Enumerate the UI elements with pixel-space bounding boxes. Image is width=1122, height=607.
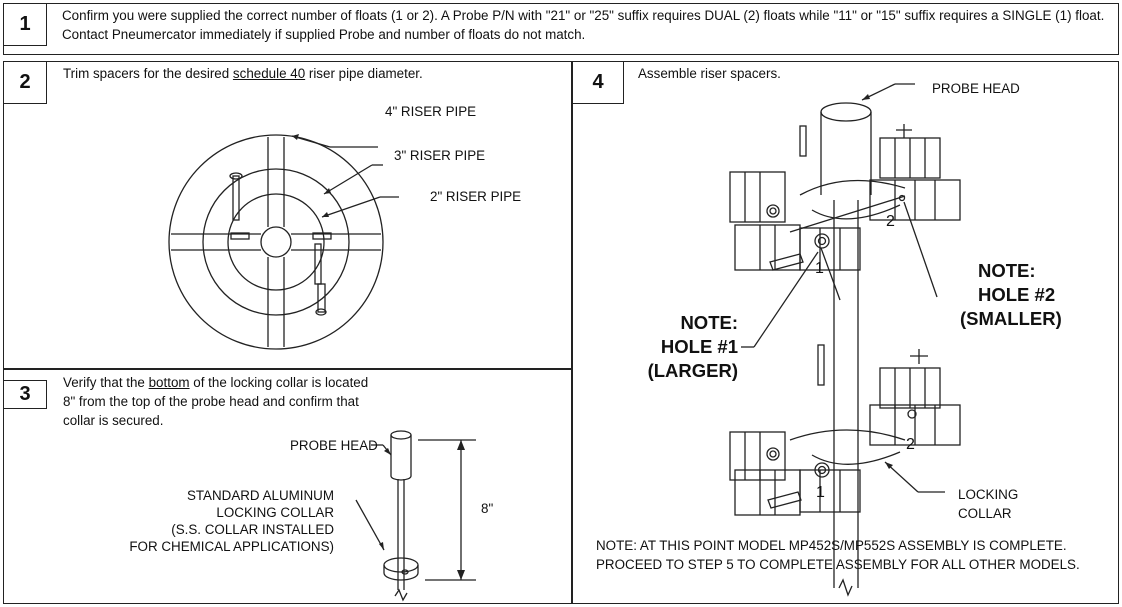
step3-text-underlined: bottom xyxy=(148,375,190,390)
note-hole2-line1: NOTE: xyxy=(978,260,1036,281)
step3-panel xyxy=(3,369,572,604)
step3-collar-label-3: (S.S. COLLAR INSTALLED xyxy=(171,522,334,537)
hole2-marker-upper: 2 xyxy=(886,213,895,230)
note-hole1-line3: (LARGER) xyxy=(647,360,738,381)
step2-text-b: riser pipe diameter. xyxy=(305,66,423,81)
step1-instruction: Confirm you were supplied the correct nu… xyxy=(62,8,1105,42)
step2-text-a: Trim spacers for the desired xyxy=(63,66,233,81)
label-3in-riser: 3" RISER PIPE xyxy=(394,148,486,163)
note-hole1-line2: HOLE #1 xyxy=(660,336,738,357)
step3-collar-label-4: FOR CHEMICAL APPLICATIONS) xyxy=(129,539,334,554)
step4-label-probe-head: PROBE HEAD xyxy=(932,81,1020,96)
step3-collar-label-2: LOCKING COLLAR xyxy=(216,505,334,520)
step3-collar-label-1: STANDARD ALUMINUM xyxy=(186,488,334,503)
note-hole1-line1: NOTE: xyxy=(680,312,738,333)
step4-footer-note: NOTE: AT THIS POINT MODEL MP452S/MP552S … xyxy=(596,538,1080,572)
note-hole1: NOTE: HOLE #1 (LARGER) xyxy=(628,311,738,383)
hole1-marker-upper: 1 xyxy=(815,260,824,277)
step3-label-probe-head: PROBE HEAD xyxy=(290,438,378,453)
step4-panel xyxy=(572,61,1119,604)
step2-number: 2 xyxy=(3,61,47,104)
hole2-marker-lower: 2 xyxy=(906,436,915,453)
step3-number: 3 xyxy=(3,380,47,409)
note-hole2-line3: (SMALLER) xyxy=(960,308,1062,329)
step2-text-underlined: schedule 40 xyxy=(232,66,306,81)
label-locking-collar-2: COLLAR xyxy=(958,506,1012,521)
label-locking-collar-1: LOCKING xyxy=(958,487,1019,502)
step2-panel xyxy=(3,61,572,369)
step4-instruction: Assemble riser spacers. xyxy=(638,66,781,81)
label-4in-riser: 4" RISER PIPE xyxy=(385,104,477,119)
note-hole2: NOTE: HOLE #2 (SMALLER) xyxy=(960,259,1062,331)
step1-number: 1 xyxy=(3,3,47,46)
step3-dimension-8in: 8" xyxy=(481,501,494,516)
hole1-marker-lower: 1 xyxy=(816,484,825,501)
step2-instruction: Trim spacers for the desired schedule 40… xyxy=(63,64,563,83)
note-hole2-line2: HOLE #2 xyxy=(978,284,1056,305)
step3-text-a: Verify that the xyxy=(63,375,149,390)
label-2in-riser: 2" RISER PIPE xyxy=(430,189,522,204)
step3-text-b: of the locking collar is located 8" from… xyxy=(63,375,369,428)
step3-instruction: Verify that the bottom of the locking co… xyxy=(63,373,373,430)
step4-number: 4 xyxy=(572,61,624,104)
